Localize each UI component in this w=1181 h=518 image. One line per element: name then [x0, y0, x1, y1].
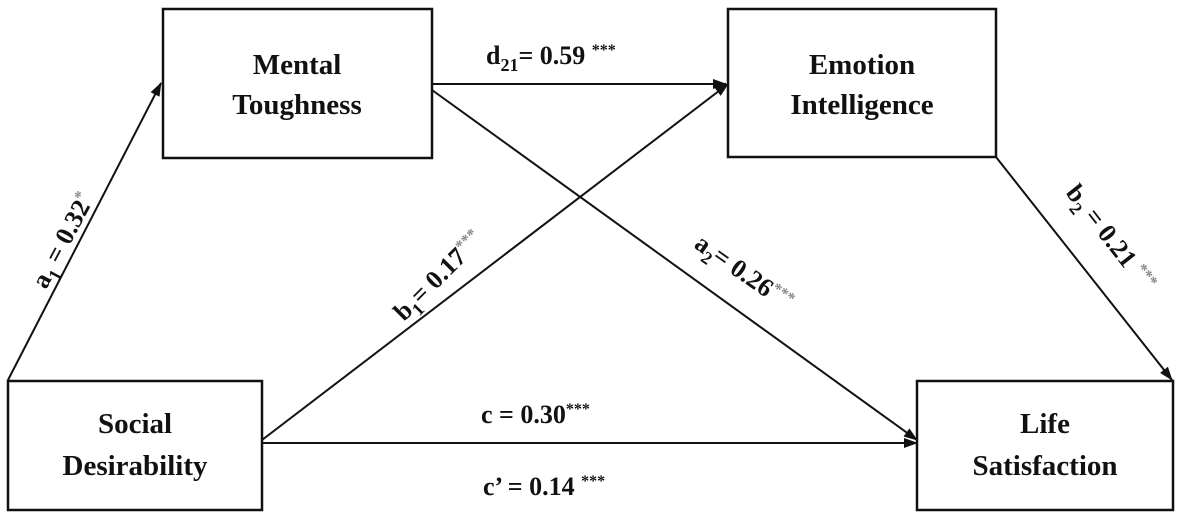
- arrow-a2: [431, 89, 918, 441]
- mental-toughness-line1: Mental: [253, 49, 342, 81]
- label-b1: b1= 0.17***: [388, 225, 493, 330]
- social-desirability-line1: Social: [98, 408, 172, 440]
- mental-toughness-line2: Toughness: [232, 89, 362, 121]
- label-c-value: c = 0.30: [481, 400, 566, 429]
- node-social-desirability: Social Desirability: [6, 379, 264, 512]
- node-mental-toughness: Mental Toughness: [161, 7, 434, 160]
- emotion-intelligence-line2: Intelligence: [790, 89, 933, 121]
- label-d21-sig: ***: [592, 42, 616, 59]
- emotion-intelligence-line1: Emotion: [809, 49, 915, 81]
- label-b2-value: = 0.21: [1075, 197, 1147, 278]
- node-emotion-intelligence: Emotion Intelligence: [726, 7, 998, 159]
- label-d21-sub: 21: [500, 55, 518, 75]
- label-c: c = 0.30***: [481, 400, 590, 429]
- label-c-prime: c’ = 0.14 ***: [483, 472, 605, 501]
- label-a1: a1 = 0.32*: [26, 188, 105, 295]
- arrow-a1: [7, 82, 162, 381]
- arrow-b1: [261, 83, 729, 441]
- life-satisfaction-line1: Life: [1020, 408, 1070, 440]
- label-d21: d21= 0.59 ***: [486, 41, 616, 75]
- label-c-prime-value: c’ = 0.14: [483, 472, 581, 501]
- life-satisfaction-line2: Satisfaction: [973, 450, 1118, 482]
- label-d21-letter: d: [486, 41, 501, 70]
- label-a2: a2= 0.26***: [687, 228, 799, 321]
- label-a1-value: = 0.32: [36, 195, 96, 273]
- label-d21-value: = 0.59: [518, 41, 591, 70]
- label-c-sig: ***: [566, 401, 590, 418]
- label-b2: b2 = 0.21 ***: [1056, 179, 1161, 300]
- label-c-prime-sig: ***: [581, 473, 605, 490]
- social-desirability-line2: Desirability: [63, 450, 208, 482]
- arrow-b2: [995, 156, 1173, 381]
- node-life-satisfaction: Life Satisfaction: [915, 379, 1175, 512]
